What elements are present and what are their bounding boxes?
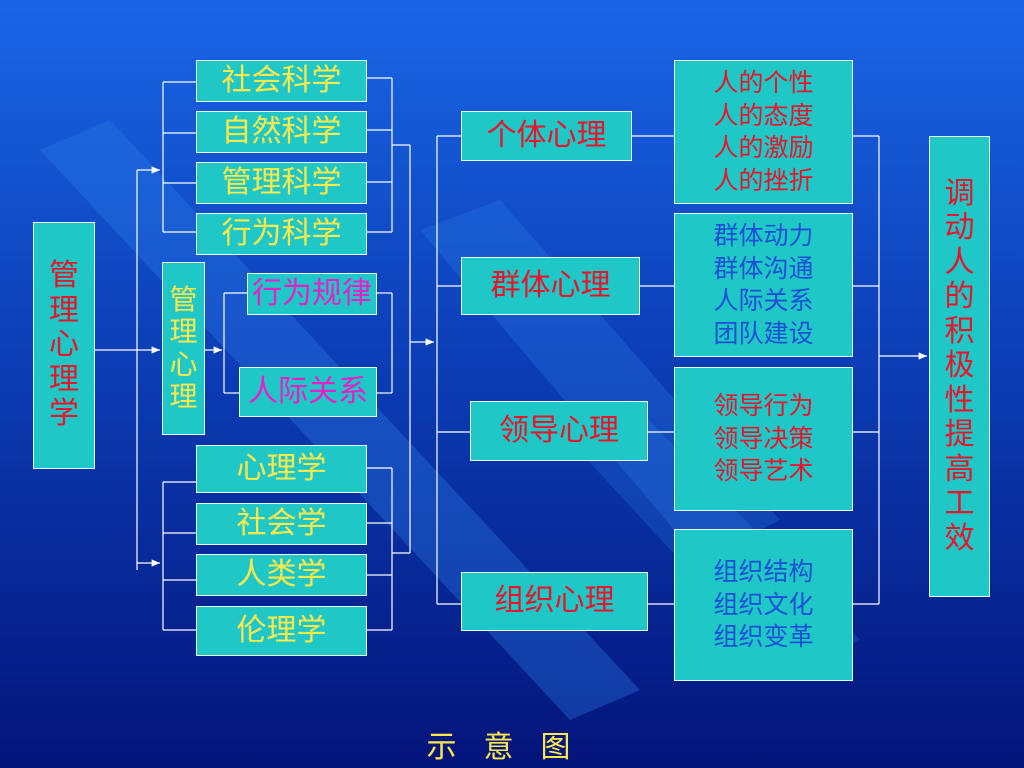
root-box: 管理心理学 <box>33 222 95 469</box>
level-leadership: 领导心理 <box>470 401 648 461</box>
level-item: 群体动力 <box>713 221 814 250</box>
level-item: 群体沟通 <box>713 253 814 283</box>
level-item: 组织结构 <box>713 557 814 587</box>
outcome-label-char: 积 <box>944 313 975 349</box>
level-item: 人的挫折 <box>713 165 814 195</box>
outcome-label-char: 高 <box>944 451 975 487</box>
discipline-top-1: 社会科学 <box>196 60 367 102</box>
level-item: 领导艺术 <box>713 456 814 486</box>
level-organization: 组织心理 <box>461 572 648 631</box>
level-items-group: 群体动力群体沟通人际关系团队建设 <box>674 213 853 357</box>
level-item: 领导决策 <box>713 423 814 453</box>
discipline-bottom-1: 心理学 <box>196 445 367 493</box>
outcome-label-char: 极 <box>944 348 975 384</box>
root-label-char: 管 <box>49 258 79 294</box>
discipline-top-4: 行为科学 <box>196 213 367 255</box>
outcome-label-char: 人 <box>944 244 975 280</box>
outcome-box: 调动人的积极性提高工效 <box>929 136 990 597</box>
level-items-leadership: 领导行为领导决策领导艺术 <box>674 367 853 511</box>
outcome-label-char: 性 <box>944 382 975 418</box>
level-item: 人的个性 <box>713 68 814 97</box>
middle-label-char: 心 <box>169 347 198 381</box>
outcome-label-char: 效 <box>944 520 975 556</box>
middle-label-char: 理 <box>169 315 198 349</box>
caption: 示意图 <box>426 730 598 765</box>
level-item: 领导行为 <box>713 391 814 421</box>
outcome-label-char: 提 <box>944 417 975 453</box>
root-label-char: 心 <box>49 327 79 363</box>
outcome-label-char: 工 <box>944 486 975 522</box>
discipline-bottom-2: 社会学 <box>196 503 367 545</box>
root-label-char: 学 <box>49 396 79 432</box>
outcome-label-char: 调 <box>944 175 975 211</box>
root-label-char: 理 <box>49 292 79 328</box>
level-item: 组织变革 <box>713 622 814 652</box>
middle-item-1: 行为规律 <box>247 273 377 315</box>
outcome-label-char: 的 <box>944 279 975 315</box>
discipline-top-2: 自然科学 <box>196 111 367 153</box>
discipline-bottom-4: 伦理学 <box>196 606 367 656</box>
middle-label-char: 理 <box>169 379 198 413</box>
discipline-bottom-3: 人类学 <box>196 554 367 596</box>
level-item: 团队建设 <box>713 318 814 348</box>
middle-item-2: 人际关系 <box>239 367 377 417</box>
level-items-individual: 人的个性人的态度人的激励人的挫折 <box>674 60 853 204</box>
outcome-label-char: 动 <box>944 210 975 246</box>
level-item: 组织文化 <box>713 589 814 619</box>
level-item: 人的态度 <box>713 100 814 130</box>
middle-box: 管理心理 <box>162 262 205 435</box>
level-items-organization: 组织结构组织文化组织变革 <box>674 529 853 681</box>
middle-label-char: 管 <box>169 283 198 317</box>
level-item: 人的激励 <box>713 133 814 162</box>
level-group: 群体心理 <box>461 257 640 315</box>
level-individual: 个体心理 <box>461 111 632 161</box>
level-item: 人际关系 <box>713 286 814 315</box>
discipline-top-3: 管理科学 <box>196 162 367 204</box>
root-label-char: 理 <box>49 361 79 397</box>
